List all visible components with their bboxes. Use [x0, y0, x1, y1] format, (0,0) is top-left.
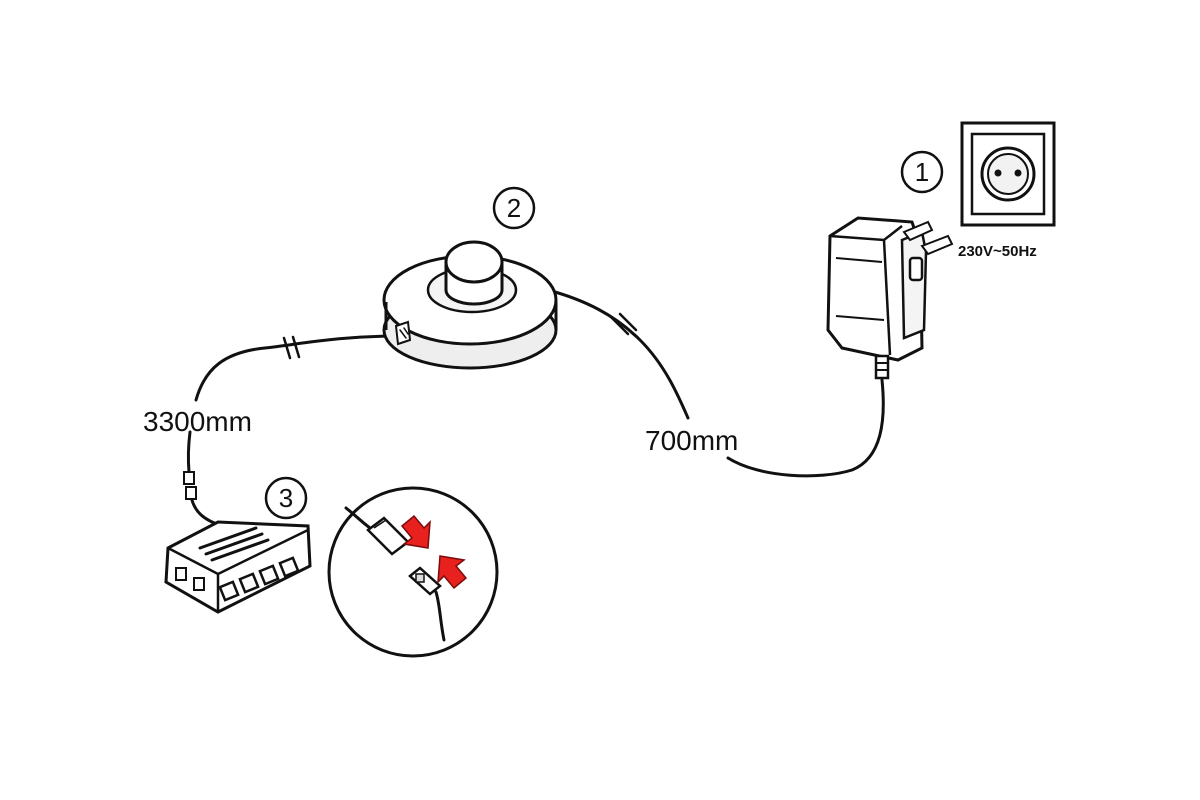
cable-length-right-label: 700mm [645, 425, 738, 456]
foot-switch-icon [382, 240, 558, 370]
connector-detail-icon [327, 486, 499, 658]
cable-right [546, 288, 885, 478]
step-marker-1: 1 [900, 150, 944, 194]
step-marker-2: 2 [492, 186, 536, 230]
wall-socket-icon [960, 121, 1056, 227]
voltage-label: 230V~50Hz [958, 243, 1037, 260]
push-arrow-up-icon [437, 555, 468, 590]
distributor-box-icon [164, 520, 312, 614]
step-number-2: 2 [507, 193, 521, 223]
step-number-1: 1 [915, 157, 929, 187]
cable-length-left-label: 3300mm [143, 406, 252, 437]
cable-left [183, 334, 400, 528]
step-marker-3: 3 [264, 476, 308, 520]
push-arrow-down-icon [400, 514, 431, 549]
power-adapter-icon [826, 216, 954, 380]
step-number-3: 3 [279, 483, 293, 513]
